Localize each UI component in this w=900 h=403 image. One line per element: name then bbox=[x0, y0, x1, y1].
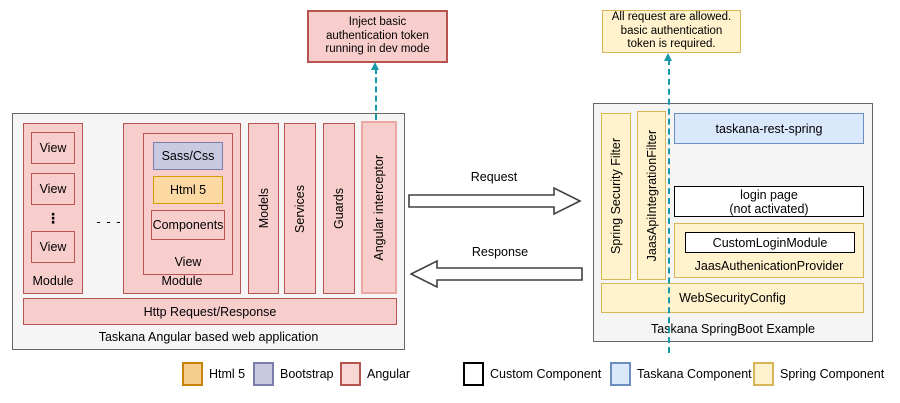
taskana-rest-spring-box: taskana-rest-spring bbox=[674, 113, 864, 144]
legend-custom-component-label: Custom Component bbox=[490, 367, 602, 381]
view-box-3: View bbox=[31, 231, 75, 263]
login-page-line1: login page bbox=[740, 187, 798, 202]
dev-token-connector-arrowhead-icon bbox=[371, 62, 379, 70]
request-allowed-connector-line bbox=[668, 59, 670, 353]
view-box-2: View bbox=[31, 173, 75, 205]
legend-angular-label: Angular bbox=[367, 367, 411, 381]
dev-token-callout: Inject basic authentication token runnin… bbox=[307, 10, 448, 63]
angular-app-caption: Taskana Angular based web application bbox=[98, 330, 319, 344]
angular-app-container: View View ⋮ View Module - - - Sass/Css H… bbox=[12, 113, 405, 350]
web-security-config-bar: WebSecurityConfig bbox=[601, 283, 864, 313]
horizontal-ellipsis: - - - bbox=[96, 214, 122, 229]
legend-spring-component-label: Spring Component bbox=[780, 367, 885, 381]
html5-swatch-icon bbox=[182, 362, 203, 386]
jaas-api-integration-filter-column: JaasApiIntegrationFilter bbox=[637, 111, 666, 280]
springboot-container: Spring Security Filter JaasApiIntegratio… bbox=[593, 103, 873, 342]
bootstrap-swatch-icon bbox=[253, 362, 274, 386]
spring-security-filter-label: Spring Security Filter bbox=[609, 138, 623, 255]
jaas-authentication-provider-box: CustomLoginModule JaasAuthenicationProvi… bbox=[674, 223, 864, 278]
models-label: Models bbox=[256, 188, 271, 229]
angular-interceptor-label: Angular interceptor bbox=[372, 154, 386, 261]
custom-login-module-box: CustomLoginModule bbox=[685, 232, 855, 253]
response-arrow bbox=[410, 259, 583, 289]
spring-security-filter-column: Spring Security Filter bbox=[601, 113, 631, 280]
legend-item-html5: Html 5 bbox=[182, 361, 245, 387]
sass-css-box: Sass/Css bbox=[153, 142, 223, 170]
html5-box: Html 5 bbox=[153, 176, 223, 204]
request-allowed-callout: All request are allowed. basic authentic… bbox=[602, 10, 741, 53]
angular-module-2: Sass/Css Html 5 Components View Module bbox=[123, 123, 241, 294]
guards-column: Guards bbox=[323, 123, 355, 294]
springboot-caption: Taskana SpringBoot Example bbox=[651, 322, 815, 336]
request-label: Request bbox=[470, 170, 518, 184]
custom-component-swatch-icon bbox=[463, 362, 484, 386]
taskana-component-swatch-icon bbox=[610, 362, 631, 386]
module-2-label: Module bbox=[161, 274, 203, 288]
jaas-authentication-provider-label: JaasAuthenicationProvider bbox=[694, 259, 844, 273]
services-label: Services bbox=[293, 184, 307, 233]
view-box-1: View bbox=[31, 132, 75, 164]
response-label: Response bbox=[471, 245, 529, 259]
services-column: Services bbox=[284, 123, 316, 294]
login-page-box: login page (not activated) bbox=[674, 186, 864, 217]
legend-item-angular: Angular bbox=[340, 361, 410, 387]
jaas-api-integration-filter-label: JaasApiIntegrationFilter bbox=[644, 129, 659, 262]
module-1-label: Module bbox=[32, 274, 74, 288]
vertical-ellipsis: ⋮ bbox=[46, 210, 60, 226]
login-page-line2: (not activated) bbox=[729, 201, 809, 216]
view-container: Sass/Css Html 5 Components View bbox=[143, 133, 233, 275]
legend-taskana-component-label: Taskana Component bbox=[637, 367, 752, 381]
http-request-response-bar: Http Request/Response bbox=[23, 298, 397, 325]
legend-item-taskana-component: Taskana Component bbox=[610, 361, 752, 387]
request-allowed-connector-arrowhead-icon bbox=[664, 53, 672, 61]
legend-item-spring-component: Spring Component bbox=[753, 361, 884, 387]
legend-item-custom-component: Custom Component bbox=[463, 361, 601, 387]
legend-item-bootstrap: Bootstrap bbox=[253, 361, 334, 387]
spring-component-swatch-icon bbox=[753, 362, 774, 386]
angular-interceptor-column: Angular interceptor bbox=[361, 121, 397, 294]
angular-module-1: View View ⋮ View Module bbox=[23, 123, 83, 294]
legend-html5-label: Html 5 bbox=[209, 367, 246, 381]
guards-label: Guards bbox=[332, 188, 346, 229]
legend-bootstrap-label: Bootstrap bbox=[280, 367, 334, 381]
request-arrow bbox=[408, 186, 582, 216]
models-column: Models bbox=[248, 123, 279, 294]
view-label: View bbox=[174, 255, 202, 269]
angular-swatch-icon bbox=[340, 362, 361, 386]
components-box: Components bbox=[151, 210, 225, 240]
dev-token-connector-line bbox=[375, 68, 377, 120]
